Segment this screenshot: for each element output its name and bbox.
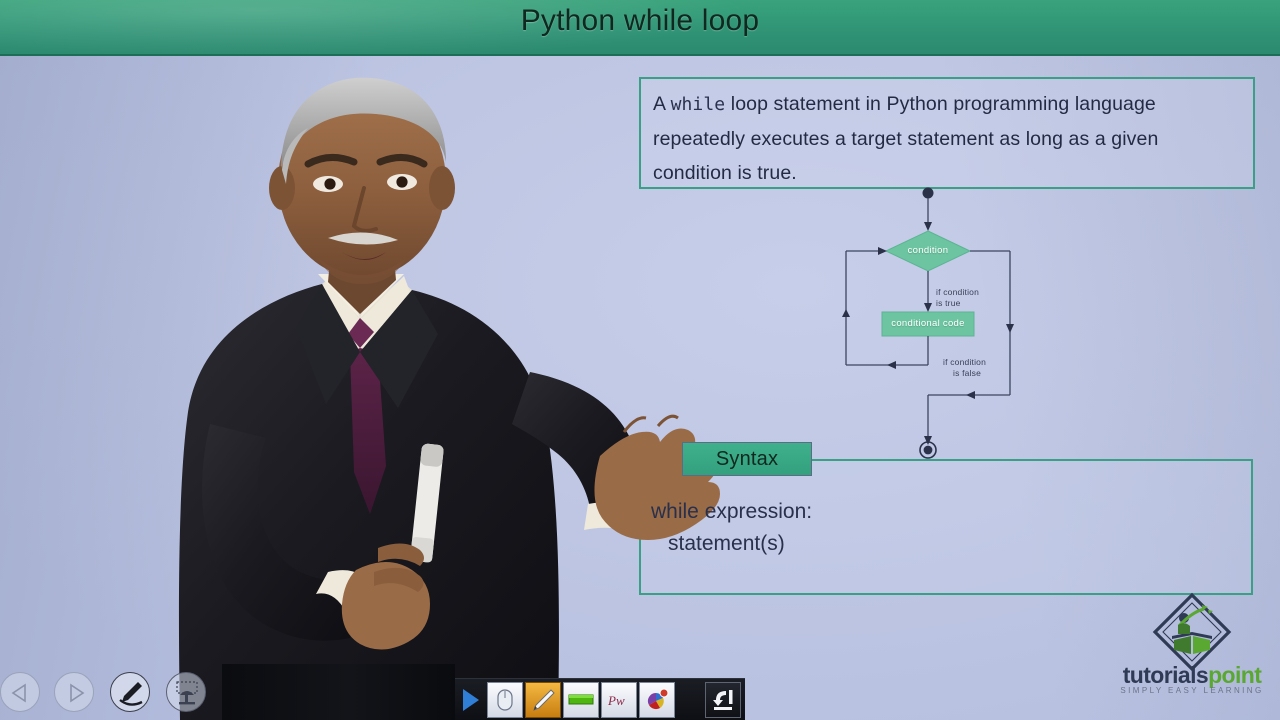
exit-tool-button[interactable] <box>705 681 741 718</box>
syntax-box <box>639 459 1253 595</box>
description-text: A while loop statement in Python program… <box>653 87 1241 190</box>
logo-word-1: tutorials <box>1122 662 1209 688</box>
mouse-tool-button[interactable] <box>487 681 523 718</box>
description-part1: A <box>653 93 671 115</box>
syntax-tab: Syntax <box>682 442 812 476</box>
flowchart-svg <box>842 187 1014 459</box>
brand-logo: tutorialspoint SIMPLY EASY LEARNING <box>1104 592 1280 697</box>
logo-tagline: SIMPLY EASY LEARNING <box>1120 686 1264 695</box>
pen-strikethrough-icon <box>119 682 143 706</box>
slide-header-band <box>0 0 1280 56</box>
green-marker-icon <box>568 694 594 704</box>
presenter-hair <box>281 77 446 168</box>
annotation-toolbar[interactable]: Pw <box>455 678 745 720</box>
pointer-tool-button[interactable] <box>457 682 487 718</box>
triangle-left-icon <box>11 683 26 703</box>
pen-icon <box>533 688 555 711</box>
text-tool-button[interactable]: Pw <box>601 681 637 718</box>
true-branch-label-line1: if condition <box>936 287 980 297</box>
toolbar-separator <box>677 682 705 718</box>
highlighter-tool-button[interactable] <box>563 681 599 718</box>
syntax-tab-label: Syntax <box>715 447 779 470</box>
pw-text-icon: Pw <box>607 693 625 708</box>
presenter-tie <box>350 348 386 514</box>
triangle-right-icon <box>70 683 85 703</box>
page-title: Python while loop <box>520 4 760 37</box>
slide-nav-controls <box>0 664 222 720</box>
video-frame-dark-gap <box>222 664 455 720</box>
next-slide-button[interactable] <box>54 672 94 712</box>
description-box: A while loop statement in Python program… <box>639 77 1255 189</box>
description-part2: loop statement in Python programming lan… <box>653 93 1159 184</box>
mouse-icon <box>497 688 513 711</box>
syntax-line-1: while expression: <box>651 500 813 523</box>
logo-word-2: point <box>1208 662 1262 688</box>
false-branch-label-line1: if condition <box>943 357 987 367</box>
annotate-pen-button[interactable] <box>110 672 150 712</box>
color-picker-tool-button[interactable] <box>639 681 675 718</box>
presenter-figure <box>60 52 740 720</box>
decision-node-label: condition <box>907 245 949 256</box>
syntax-code: while expression: statement(s) <box>651 496 812 560</box>
logo-wordmark: tutorialspoint <box>1104 662 1280 689</box>
logo-diamond-icon <box>1152 592 1232 672</box>
presenter-svg <box>178 77 720 720</box>
syntax-line-2: statement(s) <box>668 532 785 555</box>
false-branch-label-line2: is false <box>953 368 982 378</box>
previous-slide-button[interactable] <box>0 672 40 712</box>
blue-arrow-icon <box>463 688 479 711</box>
action-node-label: conditional code <box>891 318 965 329</box>
presenter-head <box>278 86 446 278</box>
while-loop-flowchart: condition conditional code if condition … <box>840 183 1040 463</box>
presentation-view-button[interactable] <box>166 672 206 712</box>
start-node <box>922 187 934 199</box>
true-branch-label-line2: is true <box>936 298 961 308</box>
exit-arrow-icon <box>713 689 733 710</box>
color-wheel-icon <box>647 688 669 709</box>
pen-tool-button[interactable] <box>525 681 561 718</box>
svg-text:Pw: Pw <box>607 693 625 708</box>
projector-icon <box>176 681 198 705</box>
description-keyword: while <box>670 94 726 115</box>
